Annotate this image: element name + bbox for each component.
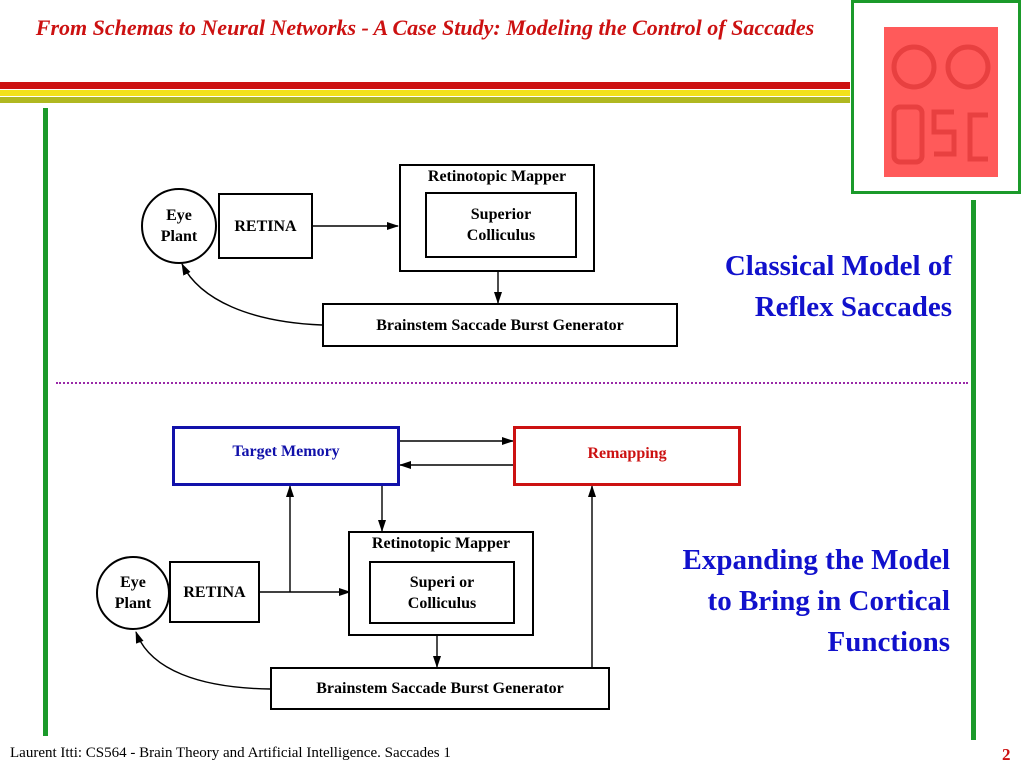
logo-frame bbox=[851, 0, 1021, 194]
brainstem-label: Brainstem Saccade Burst Generator bbox=[376, 316, 624, 334]
target-memory-node: Target Memory bbox=[172, 426, 400, 486]
header-stripes bbox=[0, 82, 850, 103]
superior-colliculus-label-2: Superi or Colliculus bbox=[407, 573, 477, 612]
retinotopic-mapper-label-2: Retinotopic Mapper bbox=[371, 535, 511, 552]
usc-logo-graphic bbox=[891, 44, 991, 165]
page-number: 2 bbox=[1002, 745, 1011, 764]
superior-colliculus-label: Superior Colliculus bbox=[466, 206, 536, 244]
superior-colliculus-node: Superior Colliculus bbox=[425, 192, 577, 258]
page-title: From Schemas to Neural Networks - A Case… bbox=[35, 15, 815, 40]
retina-label: RETINA bbox=[234, 217, 297, 235]
expanding-model-caption: Expanding the Model to Bring in Cortical… bbox=[682, 544, 951, 658]
remapping-node: Remapping bbox=[513, 426, 741, 486]
target-memory-label: Target Memory bbox=[232, 443, 340, 460]
classical-model-caption: Classical Model of Reflex Saccades bbox=[724, 250, 952, 323]
eye-plant-node: Eye Plant bbox=[141, 188, 217, 264]
brainstem-node-2: Brainstem Saccade Burst Generator bbox=[270, 667, 610, 710]
eye-plant-label: Eye Plant bbox=[160, 207, 198, 245]
retinotopic-mapper-label: Retinotopic Mapper bbox=[427, 168, 567, 185]
section-divider bbox=[56, 382, 968, 384]
footer-text: Laurent Itti: CS564 - Brain Theory and A… bbox=[10, 745, 451, 761]
eye-plant-label-2: Eye Plant bbox=[114, 574, 152, 612]
right-green-bar bbox=[971, 200, 976, 740]
retina-label-2: RETINA bbox=[183, 583, 246, 601]
remapping-label: Remapping bbox=[587, 445, 667, 462]
retina-node: RETINA bbox=[218, 193, 313, 259]
brainstem-node: Brainstem Saccade Burst Generator bbox=[322, 303, 678, 347]
brainstem-label-2: Brainstem Saccade Burst Generator bbox=[316, 680, 564, 697]
superior-colliculus-node-2: Superi or Colliculus bbox=[369, 561, 515, 624]
usc-logo-icon bbox=[884, 27, 998, 177]
eye-plant-node-2: Eye Plant bbox=[96, 556, 170, 630]
retina-node-2: RETINA bbox=[169, 561, 260, 623]
left-green-bar bbox=[43, 108, 48, 736]
